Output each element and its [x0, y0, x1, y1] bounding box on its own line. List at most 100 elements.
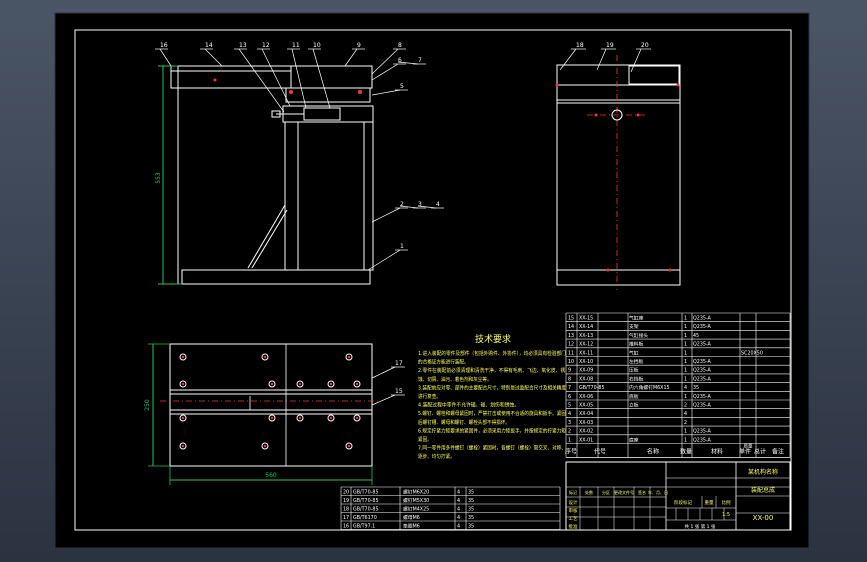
bom-cell: 3 [568, 420, 571, 426]
front-brace-2 [251, 209, 288, 269]
callout-10: 10 [313, 42, 321, 49]
bom-cell: XX-01 [579, 437, 593, 443]
bom-cell: 12 [568, 342, 574, 348]
bom-cell: XX-09 [579, 368, 593, 374]
top-hole [179, 380, 187, 388]
bom-cell: GB/T70-85 [579, 385, 605, 391]
bom2-cell: 4 [457, 524, 460, 530]
bom2-cell: 35 [468, 490, 474, 496]
bom-cell: 底板 [629, 393, 639, 400]
notes-line: 2.零件在装配前必须清理和清洗干净，不得有毛刺、飞边、氧化皮、锈 [418, 367, 565, 374]
bom2-cell: GB/T70-85 [353, 490, 379, 496]
bom-header-cell: 代号 [594, 448, 606, 456]
bom-cell: 1 [568, 437, 571, 443]
bom-cell: XX-08 [579, 376, 593, 382]
bom-cell: 1 [684, 342, 687, 348]
top-hole [327, 380, 335, 388]
bom-cell: 2 [568, 429, 571, 435]
bom-cell: 5 [568, 403, 571, 409]
callout-2: 2 [400, 201, 404, 208]
bom-cell: 7 [568, 385, 571, 391]
bom-cell: XX-02 [579, 429, 593, 435]
bom-cell: 4 [684, 411, 687, 417]
bom-cell: SC20X50 [741, 350, 763, 356]
bom-header-cell: 总计 [754, 448, 766, 456]
bom-cell: 4 [568, 411, 571, 417]
bom-cell: 左挡板 [629, 358, 644, 365]
bom2-cell: 35 [468, 515, 474, 521]
bom2-cell: 17 [343, 515, 349, 521]
bom-cell: Q235-A [693, 359, 712, 365]
tb-drawing-no: XX-00 [753, 514, 774, 522]
bom-cell: 推料板 [629, 341, 644, 348]
top-hole [296, 414, 304, 422]
bom-cell: 1 [684, 359, 687, 365]
bom-cell: 11 [568, 350, 574, 356]
dim-height-text: 553 [155, 172, 162, 184]
hole-mark [181, 382, 185, 386]
bom-cell: XX-05 [579, 403, 593, 409]
hole-mark [555, 83, 559, 87]
notes-line: 5.螺钉、螺栓和螺母紧固时，严禁打击或使用不合适的旋具和扳手。紧固 [418, 410, 566, 417]
bom-cell: 右挡板 [629, 375, 644, 382]
top-hole [353, 380, 361, 388]
bom-cell: XX-13 [579, 333, 593, 339]
bom2-cell: 20 [343, 490, 349, 496]
leader-line [596, 48, 607, 71]
side-band [556, 99, 681, 104]
bom-cell: 底座 [629, 436, 639, 443]
hole-mark [358, 90, 362, 94]
top-hole [268, 414, 276, 422]
notes-line: 3.装配前应对零、部件的主要配合尺寸，特别是过盈配合尺寸及相关精度 [418, 384, 566, 391]
dim-top-height-text: 250 [144, 399, 151, 411]
tb-rev-cell: 分区 [602, 489, 610, 495]
top-hole [345, 353, 353, 361]
hole-mark [181, 444, 185, 448]
callout-19: 19 [606, 42, 614, 49]
leader-line [371, 63, 399, 81]
hole-mark [289, 90, 293, 94]
notes-line: 进行复查。 [418, 393, 441, 400]
bom2-cell: 35 [468, 524, 474, 530]
leader-line [159, 48, 172, 67]
cylinder-rod-end [271, 110, 281, 118]
notes-line: 4.装配过程中零件不允许磕、碰、划伤和锈蚀。 [418, 402, 519, 409]
bom-cell: 6 [568, 394, 571, 400]
bom-cell: 1 [684, 376, 687, 382]
bom-header-cell: 序号 [565, 448, 577, 456]
notes-line: 蚀、切屑、油污、着色剂和灰尘等。 [418, 376, 492, 383]
tb-rev-cell: 年、月、日 [648, 489, 668, 495]
bom-cell: 2 [684, 420, 687, 426]
top-hole [261, 442, 269, 450]
bom2-cell: 4 [457, 490, 460, 496]
hole-mark [636, 113, 640, 117]
bom-header-cell: 材料 [711, 448, 723, 456]
callout-5: 5 [400, 83, 404, 90]
tb-rev-cell: 标记 [569, 489, 577, 495]
top-hole [268, 380, 276, 388]
tb-role: 设计 [569, 499, 578, 506]
tb-scale: 1:5 [722, 512, 730, 518]
bom-header-cell: 备注 [772, 448, 784, 456]
leader-line [367, 249, 401, 271]
side-upper-block [628, 65, 680, 85]
bom-cell: 1 [684, 316, 687, 322]
bom2-cell: 19 [343, 498, 349, 504]
tb-role: 批准 [569, 523, 578, 530]
dim-top-width-text: 560 [265, 472, 277, 479]
callout-20: 20 [641, 42, 649, 49]
leader-line [371, 394, 396, 406]
bom-cell: 1 [684, 350, 687, 356]
hole-mark [270, 416, 274, 420]
bom-cell: 内六角螺钉M6X15 [629, 384, 670, 391]
callout-18: 18 [576, 42, 584, 49]
top-hole [179, 414, 187, 422]
notes-line: 紧固。 [418, 436, 432, 443]
bom-cell: 9 [568, 368, 571, 374]
callout-6: 6 [398, 57, 402, 64]
bom2-cell: GB/T97.1 [353, 524, 375, 530]
bom-cell: XX-12 [579, 342, 593, 348]
bom2-cell: 4 [457, 498, 460, 504]
callout-1: 1 [400, 243, 404, 250]
